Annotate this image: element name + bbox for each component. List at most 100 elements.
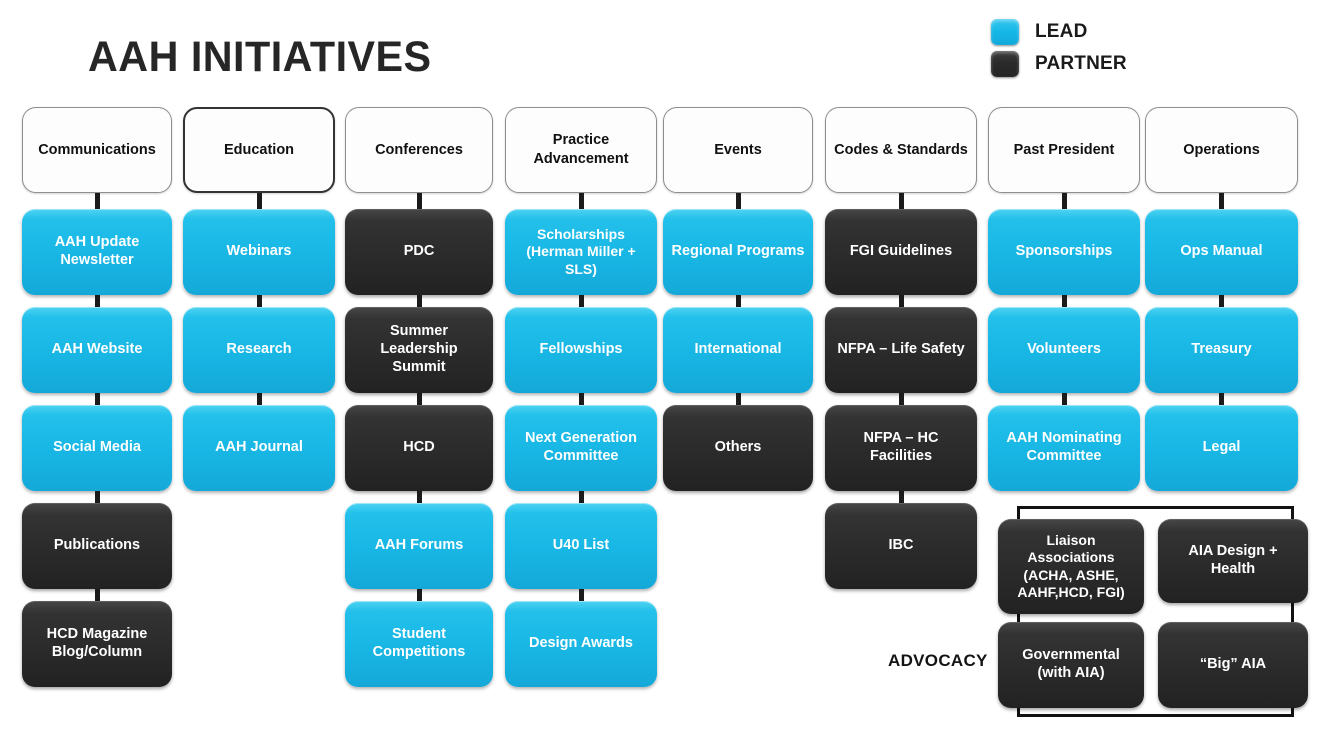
connector-line [1061, 193, 1067, 209]
node-social-media[interactable]: Social Media [22, 405, 172, 491]
node-label: NFPA – HC Facilities [863, 430, 939, 464]
connector-line [735, 393, 741, 405]
connector-line [256, 393, 262, 405]
node-label: Sponsorships [1015, 243, 1113, 260]
node-hcd[interactable]: HCD [345, 405, 493, 491]
node-label: Summer Leadership Summit [380, 323, 458, 375]
node-label: AAH Website [51, 341, 143, 358]
node-hcd-magazine-blog-column[interactable]: HCD Magazine Blog/Column [22, 601, 172, 687]
node-publications[interactable]: Publications [22, 503, 172, 589]
column-header-past-president[interactable]: Past President [988, 107, 1140, 193]
connector-line [416, 491, 422, 503]
column-header-label: Conferences [375, 141, 463, 158]
node-regional-programs[interactable]: Regional Programs [663, 209, 813, 295]
connector-line [1219, 193, 1224, 209]
connector-line [94, 295, 100, 307]
node-label: AAH Journal [215, 439, 303, 456]
column-header-label: Communications [38, 141, 156, 158]
column-header-label: Codes & Standards [834, 141, 968, 158]
connector-line [898, 295, 904, 307]
column-header-education[interactable]: Education [183, 107, 335, 193]
connector-line [416, 393, 422, 405]
connector-line [416, 589, 422, 601]
lead-swatch-icon [991, 19, 1019, 45]
advocacy-box-governmental[interactable]: Governmental (with AIA) [998, 622, 1144, 708]
node-label: U40 List [552, 537, 610, 554]
node-others[interactable]: Others [663, 405, 813, 491]
node-fellowships[interactable]: Fellowships [505, 307, 657, 393]
connector-line [94, 193, 100, 209]
column-header-codes-standards[interactable]: Codes & Standards [825, 107, 977, 193]
column-header-communications[interactable]: Communications [22, 107, 172, 193]
connector-line [898, 193, 904, 209]
node-label: Social Media [53, 439, 141, 456]
advocacy-box-label: “Big” AIA [1199, 656, 1267, 673]
connector-line [416, 193, 422, 209]
advocacy-box-label: Liaison Associations (ACHA, ASHE, AAHF,H… [1017, 532, 1125, 600]
column-header-conferences[interactable]: Conferences [345, 107, 493, 193]
node-ops-manual[interactable]: Ops Manual [1145, 209, 1298, 295]
node-research[interactable]: Research [183, 307, 335, 393]
connector-line [735, 295, 741, 307]
column-header-practice-advancement[interactable]: Practice Advancement [505, 107, 657, 193]
node-label: Ops Manual [1180, 243, 1263, 260]
node-aah-forums[interactable]: AAH Forums [345, 503, 493, 589]
node-label: PDC [403, 243, 435, 260]
node-student-competitions[interactable]: Student Competitions [345, 601, 493, 687]
node-design-awards[interactable]: Design Awards [505, 601, 657, 687]
node-nfpa-life-safety[interactable]: NFPA – Life Safety [825, 307, 977, 393]
node-label: IBC [888, 537, 914, 554]
node-scholarships-herman-miller-sls[interactable]: Scholarships (Herman Miller + SLS) [505, 209, 657, 295]
node-label: Research [226, 341, 292, 358]
column-header-label: Past President [1013, 141, 1115, 158]
column-header-label: Events [714, 141, 762, 158]
node-summer-leadership-summit[interactable]: Summer Leadership Summit [345, 307, 493, 393]
node-label: AAH Update Newsletter [54, 234, 140, 268]
node-treasury[interactable]: Treasury [1145, 307, 1298, 393]
node-aah-journal[interactable]: AAH Journal [183, 405, 335, 491]
connector-line [898, 491, 904, 503]
node-label: HCD [403, 439, 435, 456]
advocacy-box-aia-design-health[interactable]: AIA Design + Health [1158, 519, 1308, 603]
node-label: HCD Magazine Blog/Column [46, 626, 148, 660]
column-header-events[interactable]: Events [663, 107, 813, 193]
node-ibc[interactable]: IBC [825, 503, 977, 589]
connector-line [1219, 393, 1224, 405]
node-u40-list[interactable]: U40 List [505, 503, 657, 589]
node-aah-nominating-committee[interactable]: AAH Nominating Committee [988, 405, 1140, 491]
partner-swatch-icon [991, 51, 1019, 77]
column-header-label: Practice Advancement [533, 132, 629, 167]
node-label: Treasury [1191, 341, 1252, 358]
column-header-operations[interactable]: Operations [1145, 107, 1298, 193]
advocacy-box-liaison-associations[interactable]: Liaison Associations (ACHA, ASHE, AAHF,H… [998, 519, 1144, 614]
connector-line [1061, 393, 1067, 405]
node-volunteers[interactable]: Volunteers [988, 307, 1140, 393]
connector-line [898, 393, 904, 405]
node-nfpa-hc-facilities[interactable]: NFPA – HC Facilities [825, 405, 977, 491]
node-pdc[interactable]: PDC [345, 209, 493, 295]
node-aah-website[interactable]: AAH Website [22, 307, 172, 393]
node-next-generation-committee[interactable]: Next Generation Committee [505, 405, 657, 491]
node-legal[interactable]: Legal [1145, 405, 1298, 491]
node-sponsorships[interactable]: Sponsorships [988, 209, 1140, 295]
connector-line [1219, 295, 1224, 307]
node-webinars[interactable]: Webinars [183, 209, 335, 295]
connector-line [578, 393, 584, 405]
node-label: Student Competitions [372, 626, 466, 660]
connector-line [94, 589, 100, 601]
node-label: Publications [53, 537, 141, 554]
node-label: AAH Nominating Committee [1006, 430, 1122, 464]
advocacy-box-big-aia[interactable]: “Big” AIA [1158, 622, 1308, 708]
node-label: Volunteers [1027, 341, 1101, 358]
node-international[interactable]: International [663, 307, 813, 393]
node-label: Next Generation Committee [525, 430, 637, 464]
node-aah-update-newsletter[interactable]: AAH Update Newsletter [22, 209, 172, 295]
node-label: Design Awards [529, 635, 633, 652]
node-label: NFPA – Life Safety [837, 341, 965, 358]
legend-label-lead: LEAD [1035, 21, 1088, 42]
legend: LEAD PARTNER [991, 16, 1127, 80]
legend-label-partner: PARTNER [1035, 53, 1127, 74]
node-label: FGI Guidelines [849, 243, 953, 260]
advocacy-label: ADVOCACY [888, 651, 988, 670]
node-fgi-guidelines[interactable]: FGI Guidelines [825, 209, 977, 295]
